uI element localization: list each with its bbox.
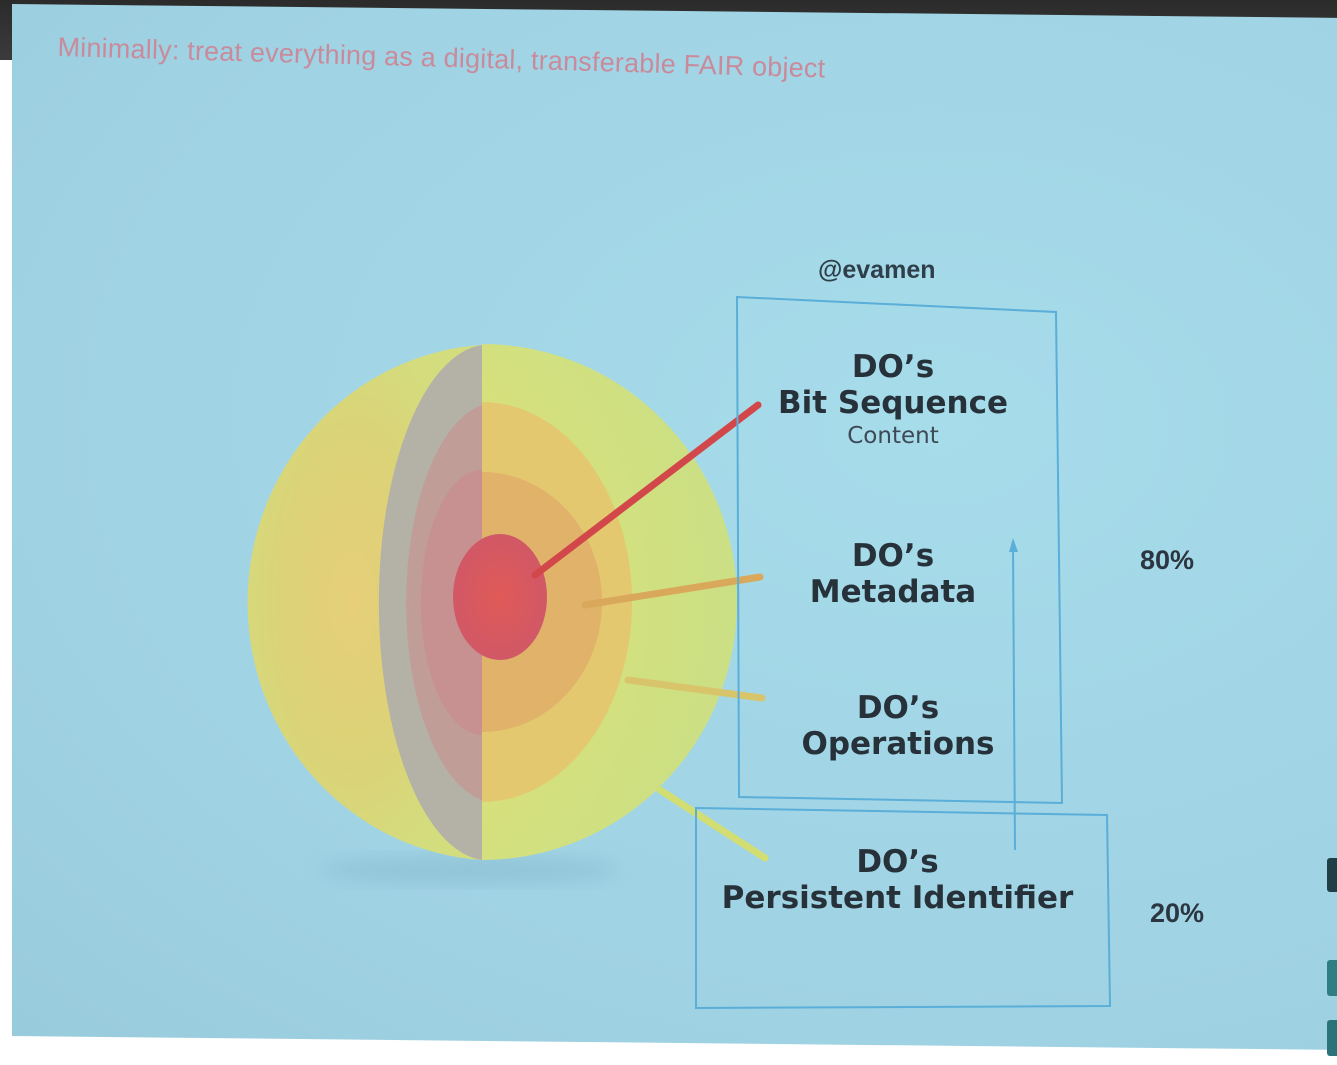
label-bit-sequence-line2: Bit Sequence: [778, 384, 1008, 421]
edge-mark-teal-1: [1327, 960, 1337, 996]
percentage-80: 80%: [1140, 545, 1195, 575]
pointer-bit-sequence: [531, 401, 762, 579]
sphere-core: [453, 534, 547, 660]
label-bit-sequence-line1: DO’s: [851, 349, 935, 385]
arrow-head: [1009, 538, 1018, 552]
label-identifier: DO’s Persistent Identifier: [715, 844, 1080, 916]
label-metadata-line1: DO’s: [851, 538, 935, 574]
edge-mark-teal-2: [1327, 1020, 1337, 1056]
label-identifier-line1: DO’s: [856, 844, 939, 880]
label-bit-sequence-line3: Content: [847, 423, 939, 450]
layered-sphere: [247, 344, 737, 860]
label-operations-line2: Operations: [801, 725, 995, 762]
identifier-box: [695, 806, 1112, 1010]
sphere-cut-inner-layer: [420, 470, 482, 735]
sphere-shadow: [320, 856, 620, 884]
arrow-shaft: [1012, 544, 1016, 851]
label-identifier-line2: Persistent Identifier: [721, 879, 1074, 916]
percentage-20: 20%: [1150, 898, 1205, 928]
author-handle: @evamen: [818, 256, 936, 284]
label-operations-line1: DO’s: [856, 690, 940, 726]
label-bit-sequence: DO’s Bit Sequence Content: [778, 349, 1008, 450]
edge-mark-dark: [1327, 858, 1337, 892]
pointer-metadata: [581, 573, 764, 609]
data-object-box: [735, 295, 1064, 805]
pointer-operations: [624, 676, 766, 702]
pointer-identifier: [656, 786, 769, 862]
label-operations: DO’s Operations: [788, 690, 1008, 762]
label-metadata-line2: Metadata: [809, 573, 977, 610]
label-metadata: DO’s Metadata: [788, 538, 998, 610]
